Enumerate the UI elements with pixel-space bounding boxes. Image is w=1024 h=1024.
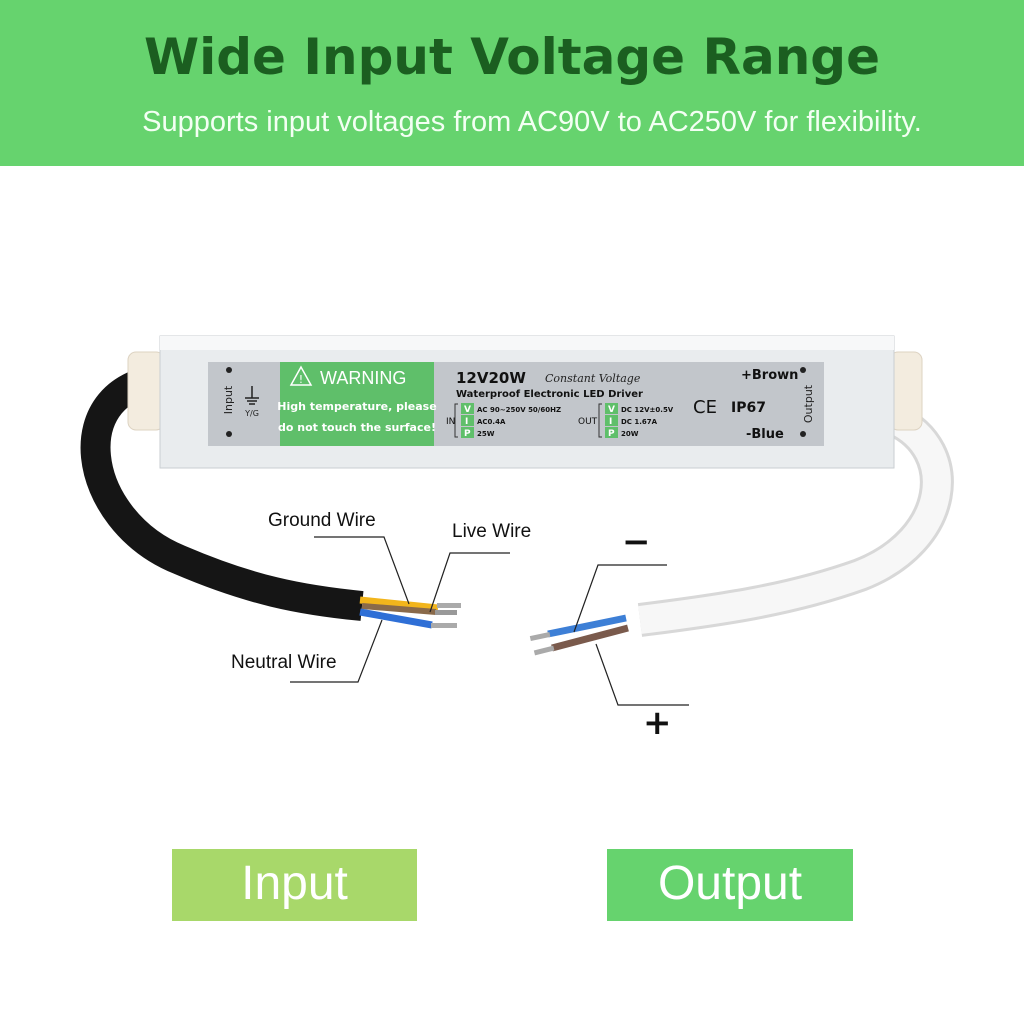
warning-line-2: do not touch the surface! bbox=[278, 421, 436, 434]
vip-letter-i: I bbox=[465, 417, 468, 427]
label-ground-text: Y/G bbox=[244, 409, 259, 418]
warning-triangle-icon bbox=[289, 365, 313, 386]
ground-leader-line bbox=[314, 536, 410, 605]
label-dot bbox=[226, 431, 232, 437]
positive-wire bbox=[551, 624, 629, 652]
live-wire-tip bbox=[435, 610, 457, 615]
warning-exclamation-icon: ! bbox=[299, 373, 303, 386]
ip-rating: IP67 bbox=[731, 400, 766, 416]
ground-wire-tip bbox=[437, 603, 461, 608]
label-dot bbox=[800, 367, 806, 373]
in-bracket bbox=[454, 403, 458, 438]
left-end-cap bbox=[127, 351, 165, 431]
model-text: 12V20W bbox=[456, 369, 526, 387]
plus-sign: + bbox=[643, 703, 672, 743]
output-spec-voltage: DC 12V±0.5V bbox=[621, 406, 674, 414]
warning-line-1: High temperature, please bbox=[277, 400, 436, 413]
neutral-leader-line bbox=[290, 619, 383, 683]
output-button[interactable]: Output bbox=[607, 849, 853, 921]
output-spec-current: DC 1.67A bbox=[621, 418, 658, 426]
neutral-wire bbox=[359, 608, 433, 629]
label-output-text: Output bbox=[802, 384, 815, 423]
housing-highlight bbox=[160, 336, 894, 350]
minus-leader-line bbox=[573, 564, 667, 633]
output-spec-power: 20W bbox=[621, 430, 639, 438]
vip-box bbox=[605, 403, 618, 414]
ce-mark-icon: CE bbox=[693, 397, 717, 418]
ground-wire bbox=[359, 596, 439, 612]
out-label: OUT bbox=[578, 417, 598, 427]
input-cable bbox=[80, 363, 364, 621]
live-leader-line bbox=[429, 552, 510, 613]
vip-letter-v: V bbox=[464, 405, 471, 415]
header-banner: Wide Input Voltage Range Supports input … bbox=[0, 0, 1024, 166]
negative-wire-label: -Blue bbox=[746, 427, 784, 442]
input-button[interactable]: Input bbox=[172, 849, 417, 921]
vip-box bbox=[461, 427, 474, 438]
mode-text: Constant Voltage bbox=[545, 372, 641, 385]
plus-leader-line bbox=[595, 643, 689, 706]
vip-letter-p: P bbox=[464, 429, 471, 439]
input-spec-power: 25W bbox=[477, 430, 495, 438]
neutral-wire-label: Neutral Wire bbox=[231, 652, 337, 673]
positive-wire-tip bbox=[533, 645, 555, 656]
label-input-text: Input bbox=[222, 385, 235, 414]
vip-letter-i: I bbox=[609, 417, 612, 427]
banner-title: Wide Input Voltage Range bbox=[143, 28, 881, 86]
right-end-cap bbox=[889, 351, 923, 431]
input-spec-current: AC0.4A bbox=[477, 418, 506, 426]
out-bracket bbox=[598, 403, 602, 438]
live-wire bbox=[361, 603, 437, 615]
vip-letter-v: V bbox=[608, 405, 615, 415]
vip-box bbox=[605, 427, 618, 438]
ground-wire-label: Ground Wire bbox=[268, 510, 376, 531]
input-spec-voltage: AC 90~250V 50/60HZ bbox=[477, 406, 561, 414]
positive-wire-label: +Brown bbox=[741, 368, 798, 383]
live-wire-label: Live Wire bbox=[452, 521, 532, 542]
negative-wire bbox=[547, 614, 627, 638]
neutral-wire-tip bbox=[431, 623, 457, 628]
in-label: IN bbox=[446, 417, 455, 427]
description-text: Waterproof Electronic LED Driver bbox=[456, 389, 643, 400]
vip-box bbox=[605, 415, 618, 426]
vip-letter-p: P bbox=[608, 429, 615, 439]
warning-title: WARNING bbox=[320, 368, 406, 388]
minus-sign: − bbox=[622, 522, 651, 562]
label-dot bbox=[226, 367, 232, 373]
vip-box bbox=[461, 415, 474, 426]
banner-subtitle: Supports input voltages from AC90V to AC… bbox=[142, 106, 922, 138]
output-cable bbox=[638, 407, 951, 634]
negative-wire-tip bbox=[529, 631, 551, 642]
vip-box bbox=[461, 403, 474, 414]
label-dot bbox=[800, 431, 806, 437]
